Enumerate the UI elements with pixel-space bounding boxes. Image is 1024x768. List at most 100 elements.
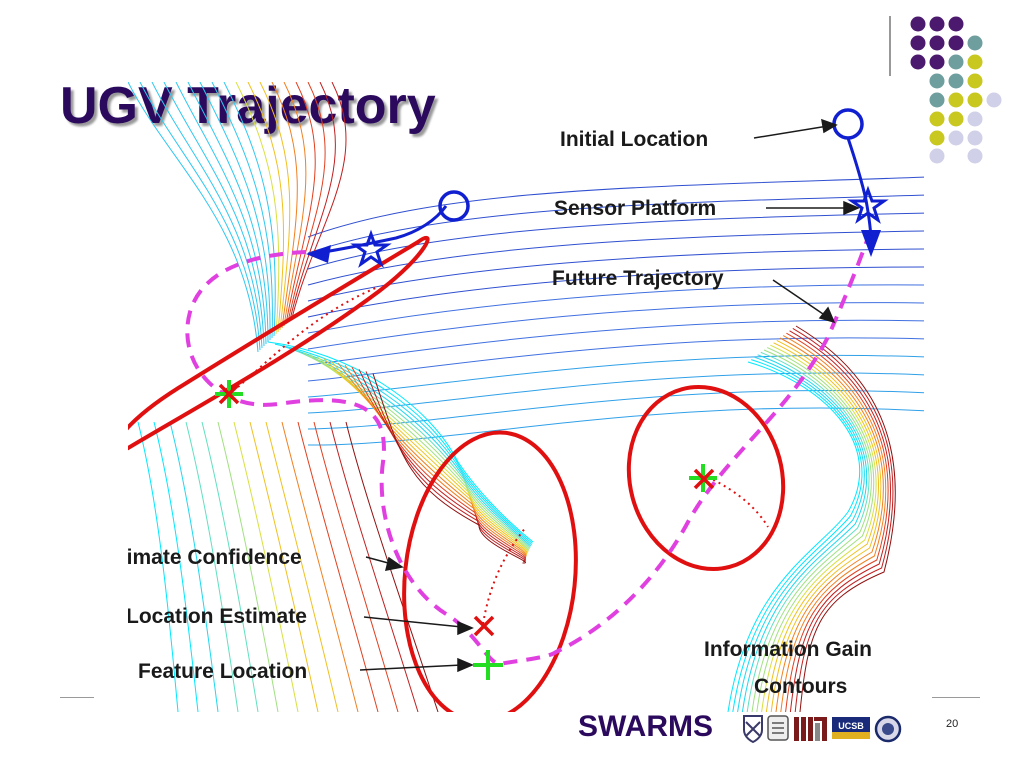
decorative-dot: [929, 35, 945, 51]
initial-location-marker: [832, 108, 864, 140]
contour-line: [323, 358, 528, 554]
contour-line: [201, 421, 259, 712]
feature-location-label: Feature Location: [138, 660, 307, 683]
contour-line: [247, 82, 285, 333]
callout-leaders: [359, 118, 860, 673]
confidence-ellipse-left: [128, 235, 430, 451]
contour-line: [785, 332, 889, 712]
contour-line: [307, 284, 924, 334]
contour-line: [128, 82, 259, 353]
estimate-confidence-label: Estimate Confidence: [128, 546, 302, 569]
contour-line: [309, 354, 530, 551]
sensor-platform-star: [847, 185, 889, 224]
feature-location-marker-left: [215, 380, 243, 408]
ucsb-logo-icon: UCSB: [832, 717, 870, 739]
decorative-dot: [929, 148, 945, 164]
decorative-dot: [910, 54, 926, 70]
decorative-dot: [967, 35, 983, 51]
contour-line: [187, 82, 269, 343]
contour-line: [235, 82, 280, 335]
svg-text:UCSB: UCSB: [838, 721, 864, 731]
contour-line: [297, 421, 379, 712]
contour-line: [163, 82, 265, 347]
contour-line: [337, 362, 527, 557]
contour-line: [307, 319, 924, 366]
mit-logo-icon: [794, 717, 827, 741]
contour-line: [746, 351, 870, 712]
feature-location-marker-right: [689, 464, 717, 492]
contour-line: [139, 82, 261, 351]
contour-line: [295, 349, 531, 548]
contour-line: [741, 354, 868, 712]
decorative-dot: [967, 111, 983, 127]
initial-location-marker-left: [438, 190, 470, 222]
decorative-dot: [948, 73, 964, 89]
confidence-ellipse-right: [626, 384, 786, 572]
contour-line: [770, 339, 882, 712]
contour-line: [307, 248, 924, 302]
contour-line: [169, 421, 219, 712]
footer-rule-right: [932, 697, 980, 698]
ugv-heading-arrow-left: [306, 245, 331, 263]
contour-line: [249, 421, 319, 712]
ugv-path-left: [323, 205, 448, 254]
decorative-dot: [948, 16, 964, 32]
future-trajectory-label: Future Trajectory: [552, 267, 724, 290]
figure-labels: Initial Location Sensor Platform Future …: [128, 128, 872, 698]
contour-line: [281, 345, 532, 546]
contour-line: [291, 82, 347, 319]
contour-line: [751, 349, 872, 712]
footer-brand: SWARMS: [578, 710, 713, 743]
contour-line: [185, 421, 239, 712]
contour-line: [223, 82, 276, 337]
contour-line: [233, 421, 299, 712]
feature-markers: [215, 380, 717, 680]
contour-line: [737, 356, 865, 712]
contour-line: [351, 366, 526, 560]
estimate-confidence-ellipses: [128, 235, 786, 712]
decorative-dot: [948, 111, 964, 127]
dot-cluster: [910, 16, 1002, 164]
decorative-dot: [948, 92, 964, 108]
slide-title: UGV Trajectory: [60, 77, 436, 135]
initial-location-label: Initial Location: [560, 128, 708, 151]
location-estimate-marker: [473, 615, 495, 637]
contour-line: [267, 341, 534, 543]
contour-line: [153, 421, 199, 712]
contour-line: [151, 82, 263, 349]
contour-line: [795, 325, 896, 712]
contour-line: [289, 82, 336, 321]
decorative-dot: [929, 73, 945, 89]
page-number: 20: [946, 718, 959, 730]
contour-line: [789, 330, 891, 712]
contour-line: [307, 389, 924, 430]
decorative-dot: [910, 35, 926, 51]
decorative-dot: [967, 73, 983, 89]
trajectory-figure: Initial Location Sensor Platform Future …: [128, 82, 924, 712]
future-trajectory-path: [185, 231, 872, 667]
contour-line: [727, 361, 861, 712]
sensor-platform-label: Sensor Platform: [554, 197, 716, 220]
sensor-platform-star-left: [350, 229, 392, 268]
decorative-dot: [929, 16, 945, 32]
contour-line: [265, 421, 339, 712]
feature-location-marker: [473, 650, 503, 680]
contour-line: [175, 82, 267, 345]
decorative-dot: [948, 130, 964, 146]
contour-line: [307, 372, 924, 414]
contour-line: [307, 212, 924, 270]
cornell-seal-icon: [767, 715, 789, 741]
contour-line: [761, 344, 877, 712]
contour-line: [211, 82, 273, 339]
decorative-dot: [967, 130, 983, 146]
contour-line: [756, 347, 875, 712]
contour-line: [288, 347, 532, 547]
footer-rule-left: [60, 697, 94, 698]
decorative-dot: [910, 16, 926, 32]
location-estimate-label: Location Estimate: [128, 605, 307, 628]
decorative-dot: [986, 92, 1002, 108]
contour-line: [285, 82, 316, 325]
partner-logos: UCSB: [743, 715, 902, 744]
contour-line: [358, 369, 526, 561]
decorative-dot: [929, 111, 945, 127]
